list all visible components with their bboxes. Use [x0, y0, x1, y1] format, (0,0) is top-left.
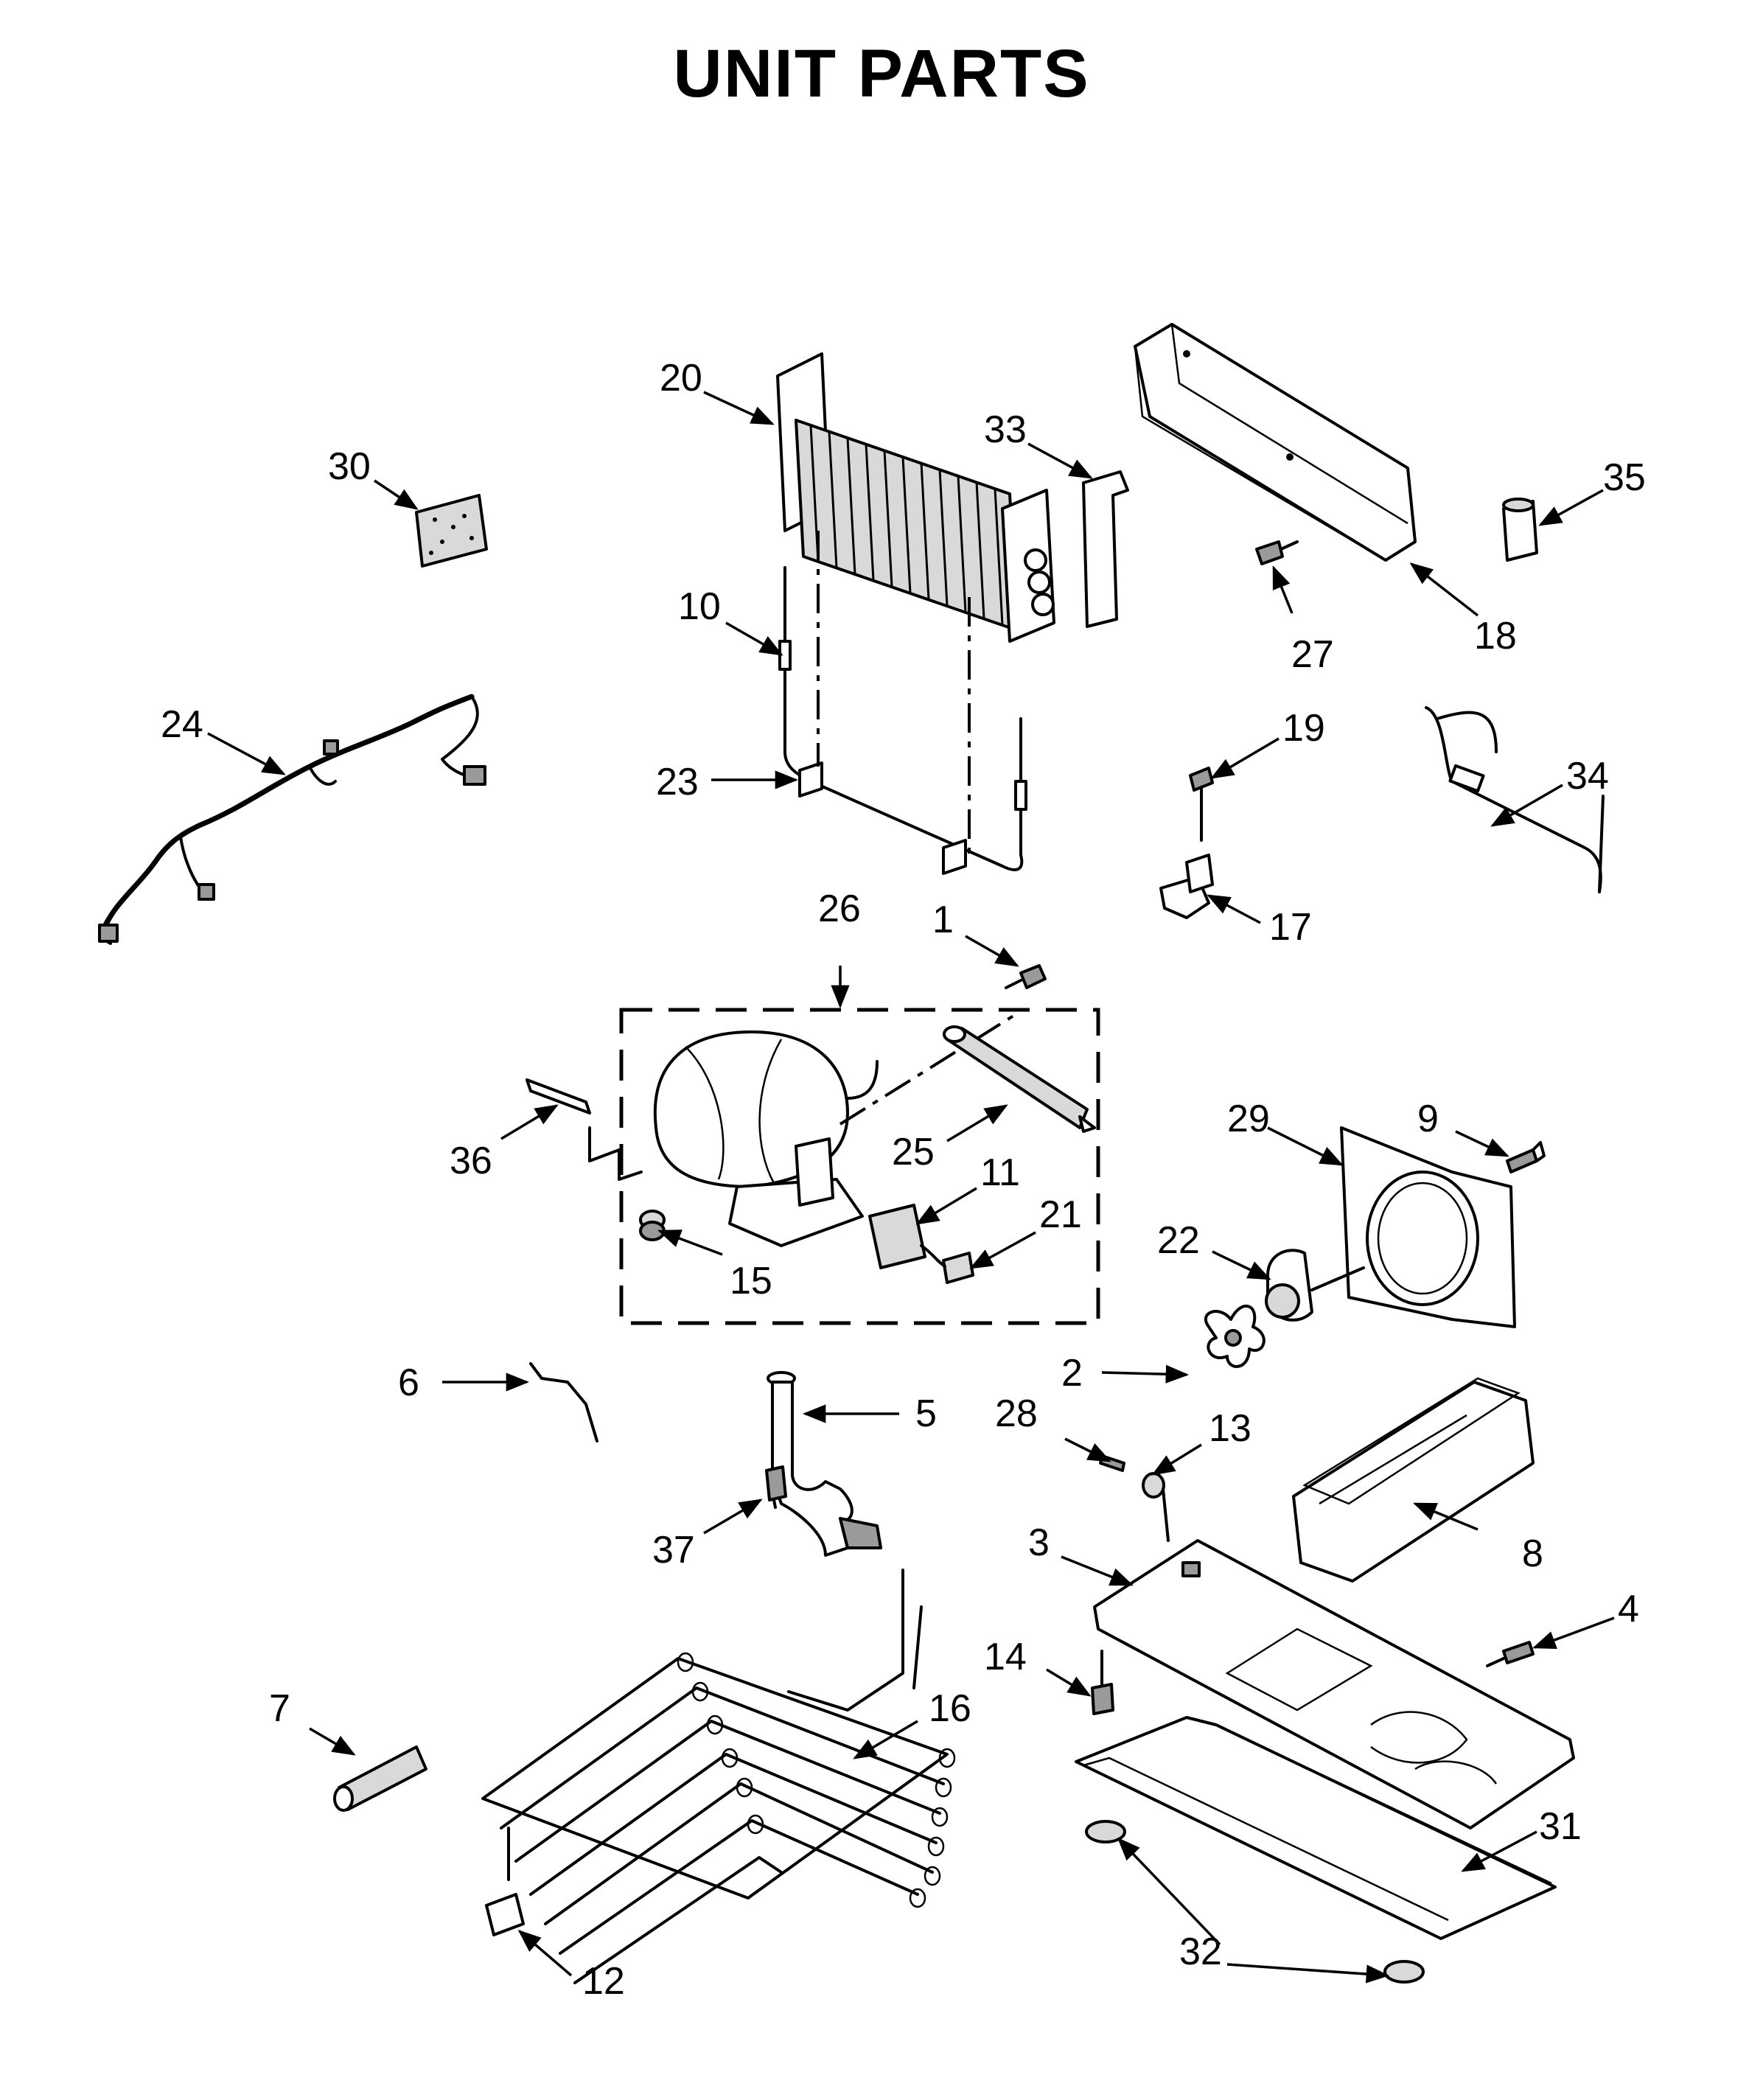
callout-labels: 1 2 3 4 5 6 7 8 9 10 11 12 13 14 15 16 1… — [161, 357, 1646, 2003]
callout-14: 14 — [984, 1636, 1027, 1678]
part-5-drain-tube — [767, 1371, 882, 1557]
callout-2: 2 — [1061, 1352, 1083, 1395]
part-30-pad — [415, 494, 488, 568]
callout-34: 34 — [1566, 755, 1609, 798]
callout-21: 21 — [1039, 1193, 1082, 1236]
part-6-rod — [529, 1362, 598, 1443]
callout-12: 12 — [582, 1960, 625, 2003]
callout-1: 1 — [932, 899, 954, 941]
part-22-fan-motor — [1265, 1249, 1365, 1322]
callout-5: 5 — [915, 1392, 937, 1435]
callout-8: 8 — [1522, 1532, 1543, 1575]
callout-15: 15 — [730, 1260, 772, 1302]
callout-18: 18 — [1474, 615, 1517, 657]
callout-37: 37 — [652, 1529, 695, 1571]
part-16-evaporator — [481, 1569, 956, 1984]
callout-28: 28 — [995, 1392, 1038, 1435]
callout-6: 6 — [398, 1361, 419, 1404]
part-11-relay — [868, 1204, 926, 1269]
part-14-screw — [1091, 1650, 1114, 1715]
callout-25: 25 — [892, 1131, 935, 1173]
part-31-cover-panel — [1075, 1716, 1557, 1940]
part-7-tube — [333, 1745, 427, 1812]
callout-22: 22 — [1157, 1219, 1200, 1262]
callout-29: 29 — [1227, 1098, 1270, 1140]
part-21-overload — [920, 1244, 974, 1284]
part-1-screw — [1005, 964, 1047, 989]
part-8-drain-pan — [1292, 1377, 1535, 1583]
diagram-title: UNIT PARTS — [673, 36, 1090, 111]
leader-lines — [207, 391, 1615, 1984]
callout-36: 36 — [450, 1140, 492, 1182]
part-3-base-plate — [1093, 1539, 1575, 1829]
callout-9: 9 — [1417, 1098, 1439, 1140]
part-33-cover — [1082, 470, 1129, 628]
part-27-screw — [1255, 540, 1299, 565]
callout-33: 33 — [984, 408, 1027, 451]
callout-27: 27 — [1291, 633, 1334, 676]
callout-26: 26 — [818, 887, 861, 930]
part-compressor — [653, 1012, 1019, 1247]
callout-10: 10 — [678, 585, 721, 628]
assembly-26-box — [619, 1008, 1100, 1325]
callout-24: 24 — [161, 703, 203, 746]
callout-20: 20 — [660, 357, 702, 400]
callout-11: 11 — [980, 1151, 1020, 1194]
callout-35: 35 — [1603, 456, 1646, 499]
part-20-condenser — [776, 352, 1055, 643]
part-36-clip — [526, 1078, 643, 1181]
callout-7: 7 — [269, 1687, 290, 1730]
callout-30: 30 — [328, 445, 371, 488]
callout-4: 4 — [1618, 1588, 1639, 1630]
callout-3: 3 — [1028, 1521, 1050, 1564]
callout-13: 13 — [1209, 1407, 1251, 1450]
part-10-23-heater-loop — [778, 566, 1027, 875]
part-19-screw — [1189, 767, 1214, 842]
part-18-shroud — [1134, 323, 1417, 562]
part-9-screw — [1506, 1141, 1546, 1173]
part-2-fan-blade — [1204, 1304, 1265, 1368]
part-13-grommet — [1142, 1472, 1170, 1542]
part-34-tubing — [1425, 706, 1605, 893]
part-37-screw — [765, 1465, 787, 1509]
part-17-bracket — [1159, 854, 1214, 919]
part-15-grommet — [639, 1210, 666, 1241]
part-4-screw — [1486, 1641, 1535, 1667]
callout-19: 19 — [1282, 707, 1325, 750]
part-24-wire-harness — [98, 694, 486, 945]
callout-32: 32 — [1179, 1930, 1222, 1973]
part-35-bushing — [1502, 498, 1538, 562]
part-12-clip — [485, 1827, 525, 1936]
part-29-fan-shroud — [1340, 1126, 1516, 1328]
callout-17: 17 — [1269, 906, 1312, 949]
callout-31: 31 — [1539, 1805, 1582, 1848]
part-25-drier — [943, 1025, 1096, 1133]
callout-23: 23 — [656, 761, 699, 803]
callout-16: 16 — [929, 1687, 971, 1730]
